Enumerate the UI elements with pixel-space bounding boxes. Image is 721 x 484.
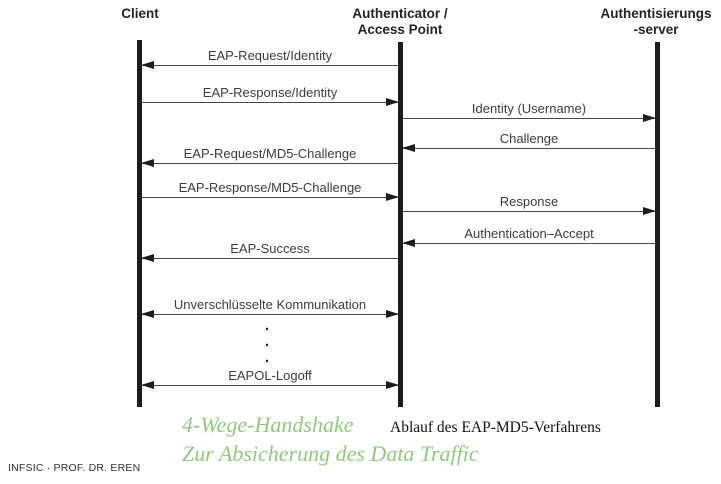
arrow-left-icon <box>402 144 655 152</box>
message-unencrypted-communication: Unverschlüsselte Kommunikation <box>141 297 399 318</box>
actor-authenticator: Authenticator / Access Point <box>320 6 480 38</box>
message-label: EAP-Request/Identity <box>207 48 333 63</box>
message-eapol-logoff: EAPOL-Logoff <box>141 368 399 389</box>
dot: . <box>264 349 270 366</box>
arrow-both-icon <box>141 310 399 318</box>
message-eap-request-identity: EAP-Request/Identity <box>141 48 398 69</box>
arrow-right-icon <box>142 98 399 106</box>
authenticator-lifeline <box>398 42 403 407</box>
message-eap-success: EAP-Success <box>141 241 398 262</box>
footer-credit: INFSIC · PROF. DR. EREN <box>8 462 141 474</box>
actor-client: Client <box>100 6 180 22</box>
arrow-left-icon <box>141 254 398 262</box>
message-label: Unverschlüsselte Kommunikation <box>173 297 367 312</box>
message-label: EAP-Response/MD5-Challenge <box>178 180 362 195</box>
actor-label: Authentisierungs <box>600 6 712 21</box>
arrow-right-icon <box>142 193 399 201</box>
caption-eap-md5-procedure: Ablauf des EAP-MD5-Verfahrens <box>390 419 601 436</box>
caption-handshake-line1: 4-Wege-Handshake <box>182 412 354 437</box>
message-label: EAP-Success <box>230 241 310 256</box>
dot: . <box>264 333 270 350</box>
message-eap-request-md5-challenge: EAP-Request/MD5-Challenge <box>141 146 398 167</box>
message-eap-response-md5-challenge: EAP-Response/MD5-Challenge <box>142 180 399 201</box>
message-response: Response <box>403 194 656 215</box>
arrow-right-icon <box>403 207 656 215</box>
actor-label: Access Point <box>357 22 443 37</box>
message-label: Authentication–Accept <box>464 226 594 241</box>
continuation-dots: . . . <box>252 318 282 366</box>
dot: . <box>264 317 270 334</box>
server-lifeline <box>655 42 660 407</box>
arrow-left-icon <box>402 239 655 247</box>
message-label: EAP-Response/Identity <box>202 85 338 100</box>
caption-handshake-line2: Zur Absicherung des Data Traffic <box>182 441 479 466</box>
arrow-left-icon <box>141 159 398 167</box>
actor-auth-server: Authentisierungs -server <box>576 6 721 38</box>
message-label: Identity (Username) <box>471 101 587 116</box>
message-label: EAP-Request/MD5-Challenge <box>183 146 357 161</box>
message-identity-username: Identity (Username) <box>403 101 656 122</box>
arrow-right-icon <box>403 114 656 122</box>
client-lifeline <box>137 40 142 407</box>
message-authentication-accept: Authentication–Accept <box>402 226 655 247</box>
arrow-both-icon <box>141 381 399 389</box>
message-label: Challenge <box>499 131 559 146</box>
arrow-left-icon <box>141 61 398 69</box>
message-label: EAPOL-Logoff <box>228 368 312 383</box>
message-eap-response-identity: EAP-Response/Identity <box>142 85 399 106</box>
actor-label: Authenticator / <box>352 6 448 21</box>
message-label: Response <box>499 194 559 209</box>
actor-label: -server <box>633 22 679 37</box>
message-challenge: Challenge <box>402 131 655 152</box>
actor-label: Client <box>121 6 159 21</box>
